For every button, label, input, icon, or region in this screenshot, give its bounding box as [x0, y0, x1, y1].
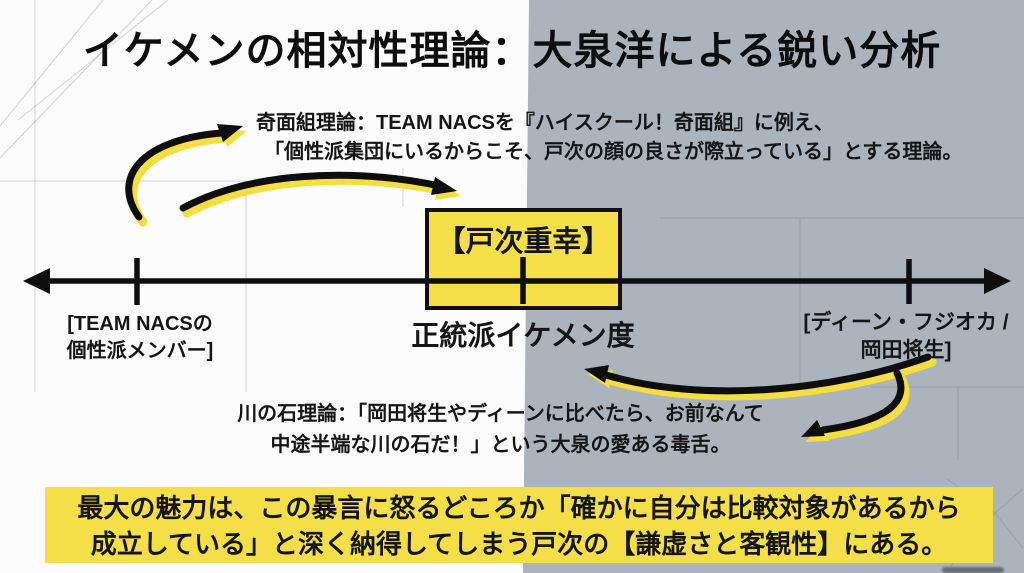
axis-left-arrowhead [23, 268, 50, 294]
annotation-kimengumi: 奇面組理論：TEAM NACSを『ハイスクール！奇面組』に例え、 「個性派集団に… [256, 109, 962, 167]
axis-right-tick-label-line1: [ディーン・フジオカ / [803, 311, 1009, 334]
decor-ray-line [994, 512, 1024, 549]
arrow-highlight [605, 357, 937, 401]
curved-arrow-to-axis-label [602, 353, 932, 395]
conclusion-banner: 最大の魅力は、この暴言に怒るどころか「確かに自分は比較対象があるから 成立してい… [45, 487, 993, 563]
decor-diagonal-line [0, 0, 104, 127]
annotation-kawanoishi: 川の石理論：「岡田将生やディーンに比べたら、お前なんて 中途半端な川の石だ！」と… [228, 399, 773, 461]
conclusion-line2: 成立している」と深く納得してしまう戸次の【謙虚さと客観性】にある。 [90, 529, 948, 559]
curved-arrow-to-kawanoishi-note-head [801, 420, 825, 437]
arrow-highlight [128, 133, 230, 227]
axis-right-tick-label-line2: 岡田将生] [860, 339, 952, 362]
conclusion-line1: 最大の魅力は、この暴言に怒るどころか「確かに自分は比較対象があるから [77, 493, 961, 523]
annotation-kimengumi-line1: 奇面組理論：TEAM NACSを『ハイスクール！奇面組』に例え、 [256, 112, 834, 134]
arrow-highlight [182, 175, 444, 218]
decor-diagonal-line [0, 0, 153, 159]
annotation-kawanoishi-line2: 中途半端な川の石だ！」という大泉の愛ある毒舌。 [270, 434, 731, 456]
annotation-kimengumi-line2: 「個性派集団にいるからこそ、戸次の顔の良さが際立っている」とする理論。 [264, 141, 963, 163]
axis-right-arrowhead [984, 268, 1011, 294]
axis-left-tick-label-line1: [TEAM NACSの [67, 313, 213, 335]
page-title: イケメンの相対性理論：大泉洋による鋭い分析 [82, 29, 942, 73]
curved-arrow-to-togi-box-head [431, 177, 457, 195]
axis-label: 正統派イケメン度 [411, 320, 635, 351]
annotation-kawanoishi-line1: 川の石理論：「岡田将生やディーンに比べたら、お前なんて [237, 403, 764, 425]
curved-arrow-to-togi-box [179, 171, 439, 212]
watermark-fragment [942, 567, 1004, 573]
axis-right-tick-label: [ディーン・フジオカ / 岡田将生] [790, 309, 1022, 365]
curved-arrow-to-kimengumi-note-head [217, 124, 243, 142]
togi-shigeyuki-label: 【戸次重幸】 [436, 226, 611, 258]
decor-diagonal-line [17, 0, 169, 121]
axis-left-tick-label-line2: 個性派メンバー] [66, 340, 214, 362]
decor-ray-line [994, 488, 1024, 514]
curved-arrow-to-kawanoishi-note [819, 369, 905, 434]
axis-left-tick-label: [TEAM NACSの 個性派メンバー] [30, 311, 250, 365]
curved-arrow-to-axis-label-head [584, 365, 609, 383]
curved-arrow-to-kimengumi-note [125, 129, 225, 221]
